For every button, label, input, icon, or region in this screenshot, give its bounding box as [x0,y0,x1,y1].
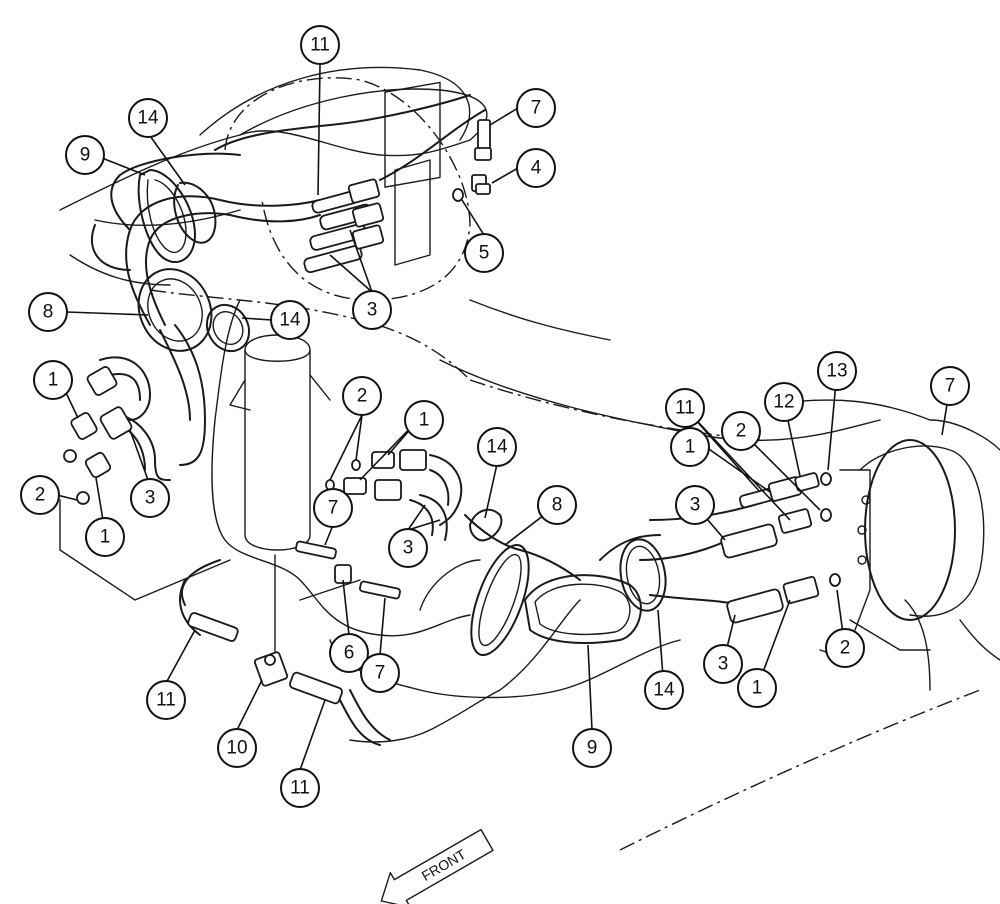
svg-text:9: 9 [587,738,598,759]
svg-text:1: 1 [48,370,59,391]
callout-11-right: 11 [665,388,705,428]
callout-1-left-top: 1 [33,360,73,400]
callout-3-right-bottom: 3 [703,644,743,684]
callout-2-right-bottom: 2 [825,628,865,668]
callout-9-upper: 9 [65,135,105,175]
callout-2-tank: 2 [342,376,382,416]
callout-2-right-top: 2 [721,411,761,451]
callout-13: 13 [817,351,857,391]
callout-3-upper: 3 [352,290,392,330]
svg-text:8: 8 [43,302,54,323]
svg-text:6: 6 [344,643,355,664]
callout-1-right-top: 1 [670,427,710,467]
svg-text:1: 1 [100,527,111,548]
svg-text:8: 8 [552,495,563,516]
svg-text:3: 3 [718,654,729,675]
svg-text:10: 10 [226,738,247,759]
svg-text:7: 7 [531,98,542,119]
svg-text:3: 3 [690,495,701,516]
svg-text:3: 3 [403,538,414,559]
callout-7-right: 7 [930,366,970,406]
callout-8-upper: 8 [28,292,68,332]
svg-text:4: 4 [531,158,542,179]
callout-11-lower-left: 11 [146,680,186,720]
callout-14-right: 14 [644,670,684,710]
callout-3-center: 3 [388,528,428,568]
callout-10: 10 [217,728,257,768]
front-direction-indicator: FRONT [380,828,494,904]
svg-text:3: 3 [145,488,156,509]
svg-text:7: 7 [945,376,956,397]
callout-7-center-right: 7 [360,653,400,693]
svg-text:1: 1 [685,437,696,458]
svg-text:2: 2 [35,485,46,506]
callout-1-tank: 1 [404,400,444,440]
callout-14-upper: 14 [128,98,168,138]
callout-6: 6 [329,633,369,673]
svg-text:11: 11 [290,778,310,799]
fittings [63,119,956,705]
callout-5: 5 [464,233,504,273]
svg-text:9: 9 [80,145,91,166]
callout-14-center: 14 [477,427,517,467]
svg-text:11: 11 [675,398,695,419]
callout-14-middle: 14 [270,300,310,340]
svg-text:1: 1 [752,678,763,699]
callout-3-right-top: 3 [675,485,715,525]
callout-11-lower-center: 11 [280,768,320,808]
leader-lines [56,64,951,771]
callout-2-left: 2 [20,475,60,515]
svg-text:2: 2 [840,638,851,659]
svg-text:12: 12 [773,392,794,413]
callout-11-upper: 11 [300,25,340,65]
svg-text:13: 13 [826,361,847,382]
svg-text:1: 1 [419,410,430,431]
svg-text:7: 7 [375,663,386,684]
callout-9-lower: 9 [572,728,612,768]
callout-1-left-bottom: 1 [85,517,125,557]
callouts: 11 14 9 7 4 5 3 8 14 1 2 1 3 2 1 3 7 6 7… [20,25,970,808]
callout-7-center-left: 7 [313,488,353,528]
callout-12: 12 [764,382,804,422]
callout-4: 4 [516,148,556,188]
svg-text:7: 7 [328,498,339,519]
svg-text:2: 2 [736,421,747,442]
svg-text:11: 11 [156,690,176,711]
svg-text:5: 5 [479,243,490,264]
svg-text:14: 14 [653,680,675,701]
callout-8-lower: 8 [537,485,577,525]
svg-text:14: 14 [486,437,508,458]
callout-1-right-bottom: 1 [737,668,777,708]
svg-text:14: 14 [137,108,159,129]
svg-text:2: 2 [357,386,368,407]
svg-text:14: 14 [279,310,301,331]
svg-text:11: 11 [310,35,330,56]
svg-text:3: 3 [367,300,378,321]
callout-3-left: 3 [130,478,170,518]
callout-7-upper: 7 [516,88,556,128]
